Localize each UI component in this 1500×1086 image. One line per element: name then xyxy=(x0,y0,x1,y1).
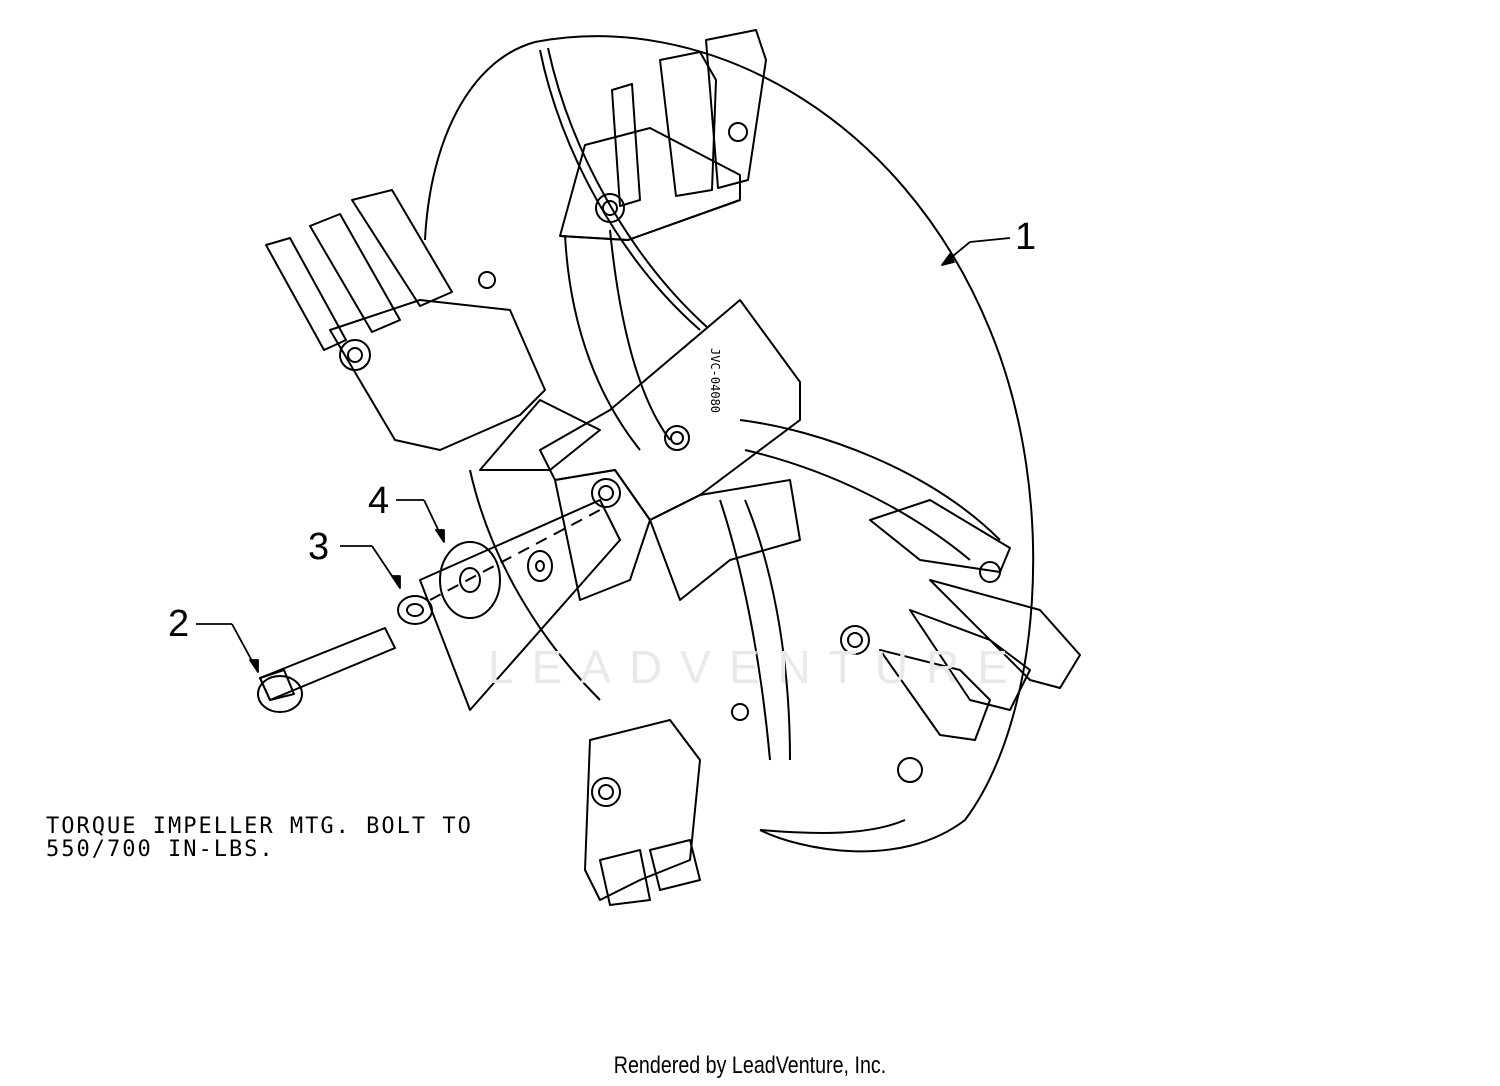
callout-1: 1 xyxy=(1015,216,1037,258)
impeller-hub xyxy=(539,299,801,601)
part-number-stamp: JVC-04080 xyxy=(708,348,722,414)
footer-credit: Rendered by LeadVenture, Inc. xyxy=(613,1052,887,1079)
leader-lines xyxy=(196,237,1011,673)
watermark-text: LEADVENTURE xyxy=(488,641,1026,693)
paddle-bottom xyxy=(584,703,749,906)
callout-4: 4 xyxy=(368,480,390,522)
torque-note-line1: TORQUE IMPELLER MTG. BOLT TO xyxy=(46,814,473,839)
paddle-top xyxy=(559,29,767,241)
paddle-right xyxy=(840,499,1081,783)
paddle-left xyxy=(265,189,546,451)
impeller-disc xyxy=(424,35,1035,853)
torque-note: TORQUE IMPELLER MTG. BOLT TO 550/700 IN-… xyxy=(46,815,473,861)
hardware-stack xyxy=(257,499,621,713)
callout-3: 3 xyxy=(308,526,330,568)
callout-2: 2 xyxy=(168,603,190,645)
spider-arms xyxy=(479,229,1001,761)
torque-note-line2: 550/700 IN-LBS. xyxy=(46,837,275,862)
